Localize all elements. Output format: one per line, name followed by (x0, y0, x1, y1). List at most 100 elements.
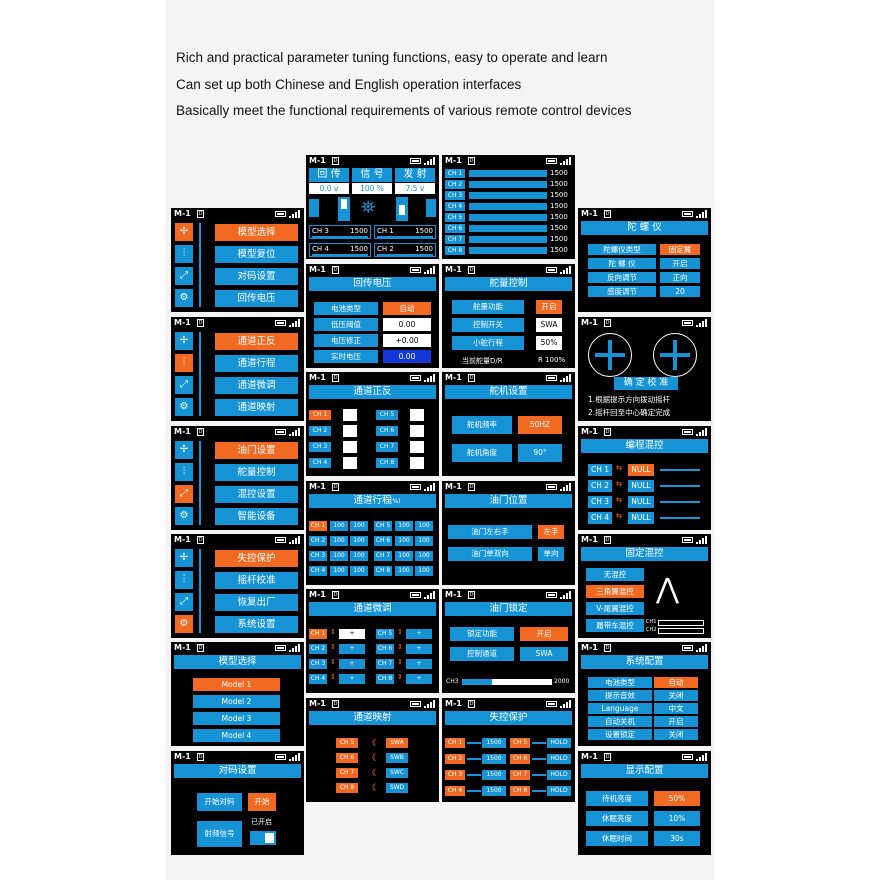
travel-b[interactable]: 100 (415, 551, 433, 561)
trim-value[interactable]: + (339, 659, 365, 669)
trim-value[interactable]: + (339, 644, 365, 654)
setting-value[interactable]: 关闭 (654, 729, 698, 740)
model-item[interactable]: Model 1 (193, 678, 280, 691)
map-switch[interactable]: SWB (386, 753, 408, 763)
mix-value[interactable]: NULL (628, 512, 654, 524)
reverse-toggle[interactable] (343, 441, 357, 453)
fixed-mix-item[interactable]: V-尾翼混控 (586, 602, 644, 615)
trim-value[interactable]: + (339, 629, 365, 639)
travel-b[interactable]: 100 (415, 536, 433, 546)
setting-value[interactable]: SWA (520, 647, 568, 661)
sliders-icon[interactable]: ⫶ (175, 571, 193, 589)
wrench-icon[interactable]: ⤢ (175, 593, 193, 611)
menu-scrollbar[interactable] (199, 332, 201, 416)
mix-value[interactable]: NULL (628, 464, 654, 476)
fixed-mix-item[interactable]: 无混控 (586, 568, 644, 581)
setting-value[interactable]: 0.00 (383, 318, 431, 331)
gear-icon[interactable]: ⚙ (175, 289, 193, 307)
setting-value[interactable]: 10% (654, 811, 700, 826)
gear-icon[interactable]: ⚙ (175, 615, 193, 633)
setting-value[interactable]: SWA (536, 318, 562, 332)
stick-cross-left[interactable] (588, 333, 632, 377)
fan-icon[interactable]: ✢ (175, 332, 193, 350)
pair-start-button[interactable]: 开始 (248, 793, 276, 811)
wrench-icon[interactable]: ⤢ (175, 376, 193, 394)
menu-scrollbar[interactable] (199, 549, 201, 633)
trim-value[interactable]: + (339, 674, 365, 684)
calib-title[interactable]: 确 定 校 准 (614, 377, 678, 390)
gear-icon[interactable]: ⚙ (175, 398, 193, 416)
fan-icon[interactable]: ✢ (175, 223, 193, 241)
setting-value[interactable]: 中文 (654, 703, 698, 714)
travel-a[interactable]: 100 (330, 536, 348, 546)
setting-value[interactable]: 自动 (654, 677, 698, 688)
menu-item[interactable]: 油门设置 (215, 442, 298, 459)
model-item[interactable]: Model 3 (193, 712, 280, 725)
menu-item[interactable]: 回传电压 (215, 290, 298, 307)
failsafe-value[interactable]: 1500 (482, 786, 506, 796)
setting-value[interactable]: +0.00 (383, 334, 431, 347)
menu-item[interactable]: 舵量控制 (215, 464, 298, 481)
home-tab[interactable]: 信 号 (352, 168, 392, 182)
travel-b[interactable]: 100 (350, 536, 368, 546)
map-switch[interactable]: SWC (386, 768, 408, 778)
trim-left[interactable] (309, 199, 319, 217)
travel-b[interactable]: 100 (350, 566, 368, 576)
reverse-toggle[interactable] (343, 457, 357, 469)
model-item[interactable]: Model 2 (193, 695, 280, 708)
home-tab[interactable]: 发 射 (395, 168, 435, 182)
failsafe-value[interactable]: HOLD (547, 738, 571, 748)
fan-icon[interactable]: ✢ (175, 441, 193, 459)
setting-value[interactable]: 90° (518, 444, 562, 462)
wrench-icon[interactable]: ⤢ (175, 485, 193, 503)
gear-icon[interactable]: ⚙ (175, 507, 193, 525)
travel-b[interactable]: 100 (350, 521, 368, 531)
failsafe-value[interactable]: 1500 (482, 770, 506, 780)
stick-cross-right[interactable] (653, 333, 697, 377)
failsafe-value[interactable]: HOLD (547, 786, 571, 796)
travel-a[interactable]: 100 (395, 566, 413, 576)
menu-item[interactable]: 智能设备 (215, 508, 298, 525)
setting-value[interactable]: 开启 (520, 627, 568, 641)
trim-value[interactable]: + (406, 659, 432, 669)
reverse-toggle[interactable] (410, 441, 424, 453)
menu-item[interactable]: 模型复位 (215, 246, 298, 263)
setting-value[interactable]: 0.00 (383, 350, 431, 363)
setting-value[interactable]: 左手 (538, 525, 564, 539)
travel-a[interactable]: 100 (395, 551, 413, 561)
failsafe-value[interactable]: 1500 (482, 754, 506, 764)
setting-value[interactable]: 关闭 (654, 690, 698, 701)
sliders-icon[interactable]: ⫶ (175, 463, 193, 481)
menu-scrollbar[interactable] (199, 441, 201, 525)
mix-value[interactable]: NULL (628, 496, 654, 508)
setting-value[interactable]: 开启 (536, 300, 562, 314)
menu-item[interactable]: 通道微调 (215, 377, 298, 394)
setting-value[interactable]: 自动 (383, 302, 431, 315)
reverse-toggle[interactable] (343, 409, 357, 421)
menu-item[interactable]: 混控设置 (215, 486, 298, 503)
menu-item[interactable]: 对码设置 (215, 268, 298, 285)
travel-a[interactable]: 100 (395, 521, 413, 531)
trim-value[interactable]: + (406, 644, 432, 654)
menu-item[interactable]: 摇杆校准 (215, 572, 298, 589)
travel-b[interactable]: 100 (350, 551, 368, 561)
fixed-mix-item[interactable]: 履带车混控 (586, 619, 644, 632)
sliders-icon[interactable]: ⫶ (175, 245, 193, 263)
setting-value[interactable]: 50% (654, 791, 700, 806)
mix-value[interactable]: NULL (628, 480, 654, 492)
wrench-icon[interactable]: ⤢ (175, 267, 193, 285)
failsafe-value[interactable]: HOLD (547, 770, 571, 780)
map-switch[interactable]: SWD (386, 783, 408, 793)
travel-b[interactable]: 100 (415, 566, 433, 576)
setting-value[interactable]: 开启 (654, 716, 698, 727)
travel-b[interactable]: 100 (415, 521, 433, 531)
menu-scrollbar[interactable] (199, 223, 201, 307)
sliders-icon[interactable]: ⫶ (175, 354, 193, 372)
setting-value[interactable]: 正向 (660, 272, 700, 283)
setting-value[interactable]: 20 (660, 286, 700, 297)
home-tab[interactable]: 回 传 (309, 168, 349, 182)
travel-a[interactable]: 100 (395, 536, 413, 546)
trim-right[interactable] (426, 199, 436, 217)
fixed-mix-item[interactable]: 三角翼混控 (586, 585, 644, 598)
model-item[interactable]: Model 4 (193, 729, 280, 742)
